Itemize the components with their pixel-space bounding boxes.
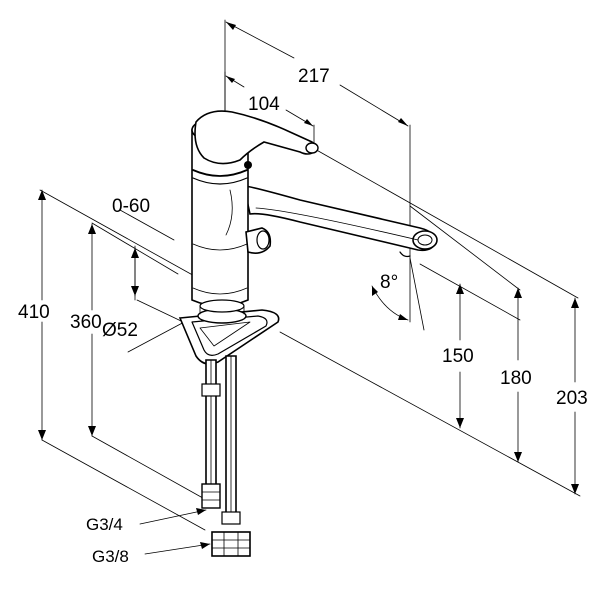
swivel-range-label: 0-60 — [112, 196, 150, 217]
supply-connection-label: G3/8 — [92, 547, 129, 566]
dimension-labels: 217 104 0-60 Ø52 410 360 8° 150 180 203 … — [18, 66, 588, 566]
spout-clearance-label: 150 — [442, 346, 474, 367]
spout-angle-label: 8° — [380, 272, 398, 293]
spout-height-label: 180 — [500, 368, 532, 389]
base-diameter-label: Ø52 — [102, 320, 138, 341]
top-height-label: 203 — [556, 388, 588, 409]
dimension-lines — [38, 19, 581, 555]
body-height-label: 360 — [70, 312, 102, 333]
overall-reach-label: 217 — [298, 66, 330, 87]
total-height-label: 410 — [18, 302, 50, 323]
lever-offset-label: 104 — [248, 94, 280, 115]
faucet-body — [178, 110, 438, 557]
hot-cold-connection-label: G3/4 — [86, 515, 123, 534]
